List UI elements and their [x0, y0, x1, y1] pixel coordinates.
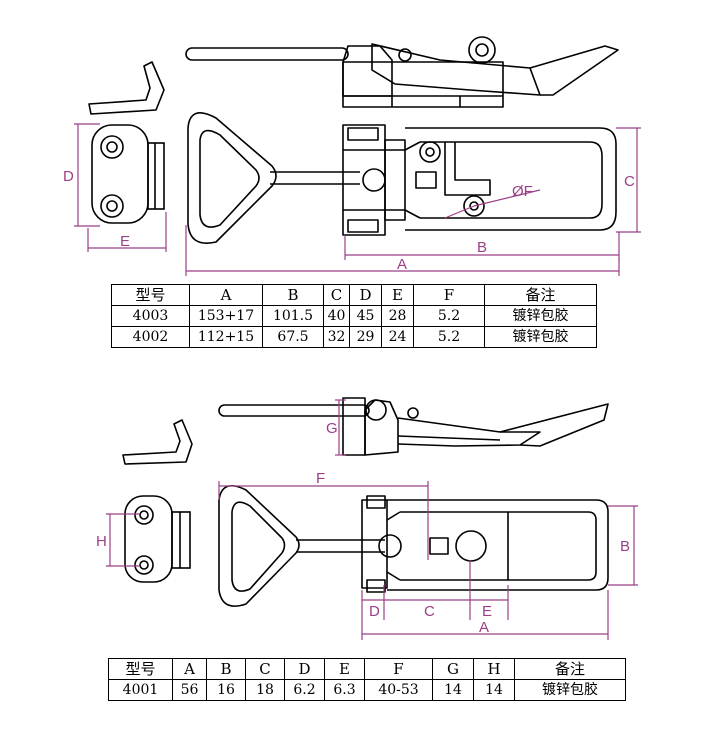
table-cell: 5.2	[413, 305, 485, 327]
table-cell: 6.3	[324, 679, 365, 701]
table-header-row: 型号 A B C D E F G H 备注	[108, 658, 626, 680]
table-cell: 镀锌包胶	[484, 305, 597, 327]
table-cell: 28	[381, 305, 414, 327]
dim-label-d: D	[369, 603, 380, 620]
table-cell: 45	[349, 305, 382, 327]
table-cell: 24	[381, 326, 414, 348]
dim-label-f: F	[316, 470, 325, 487]
table-cell: 6.2	[284, 679, 325, 701]
table-row: 4003 153+17 101.5 40 45 28 5.2 镀锌包胶	[111, 305, 597, 327]
header-cell: 型号	[111, 284, 190, 306]
header-cell: F	[364, 658, 433, 680]
catch-plate-bottom	[124, 495, 191, 583]
header-cell: D	[284, 658, 325, 680]
header-cell: 备注	[484, 284, 597, 306]
table-cell: 29	[349, 326, 382, 348]
table-row: 4001 56 16 18 6.2 6.3 40-53 14 14 镀锌包胶	[108, 679, 626, 701]
table-row: 4002 112+15 67.5 32 29 24 5.2 镀锌包胶	[111, 326, 597, 348]
table-header-row: 型号 A B C D E F 备注	[111, 284, 597, 306]
dim-label-f: ØF	[512, 183, 533, 200]
dim-label-e: E	[482, 603, 492, 620]
dimension-labels-top: D E C B A ØF	[63, 168, 635, 273]
dim-label-c: C	[624, 173, 635, 190]
table-cell: 镀锌包胶	[514, 679, 626, 701]
dimension-lines-top	[74, 123, 641, 276]
header-cell: B	[262, 284, 324, 306]
dim-label-g: G	[326, 420, 338, 437]
table-cell: 镀锌包胶	[484, 326, 597, 348]
dimension-lines-bottom	[106, 399, 638, 640]
dimension-labels-bottom: G H F B D C E A	[96, 420, 630, 636]
table-cell: 4001	[108, 679, 173, 701]
header-cell: D	[349, 284, 382, 306]
dim-label-d: D	[63, 168, 74, 185]
dim-label-c: C	[424, 603, 435, 620]
header-cell: A	[172, 658, 207, 680]
table-cell: 40-53	[364, 679, 433, 701]
table-cell: 14	[432, 679, 474, 701]
table-cell: 32	[323, 326, 350, 348]
latch-plan-view-top	[187, 112, 617, 244]
latch-side-view-top	[185, 36, 619, 108]
header-cell: C	[245, 658, 285, 680]
spec-table-4001: 型号 A B C D E F G H 备注 4001 56 16 18 6.2 …	[108, 658, 626, 701]
header-cell: E	[324, 658, 365, 680]
table-cell: 16	[206, 679, 246, 701]
table-cell: 101.5	[262, 305, 324, 327]
latch-plan-view-bottom	[218, 484, 609, 607]
spec-table-4003-4002: 型号 A B C D E F 备注 4003 153+17 101.5 40 4…	[111, 284, 597, 348]
table-cell: 153+17	[189, 305, 263, 327]
header-cell: F	[413, 284, 485, 306]
table-cell: 14	[473, 679, 515, 701]
header-cell: B	[206, 658, 246, 680]
table-cell: 67.5	[262, 326, 324, 348]
header-cell: 型号	[108, 658, 173, 680]
latch-side-view-bottom	[218, 397, 609, 456]
header-cell: 备注	[514, 658, 626, 680]
header-cell: E	[381, 284, 414, 306]
dim-label-h: H	[96, 533, 107, 550]
header-cell: A	[189, 284, 263, 306]
dim-label-a: A	[479, 619, 489, 636]
dim-label-b: B	[620, 538, 630, 555]
table-cell: 40	[323, 305, 350, 327]
angle-bracket-top	[88, 61, 165, 115]
table-cell: 18	[245, 679, 285, 701]
table-cell: 4002	[111, 326, 190, 348]
table-cell: 5.2	[413, 326, 485, 348]
catch-plate-top	[91, 124, 165, 224]
table-cell: 56	[172, 679, 207, 701]
table-cell: 112+15	[189, 326, 263, 348]
table-cell: 4003	[111, 305, 190, 327]
dim-label-e: E	[120, 233, 130, 250]
header-cell: H	[473, 658, 515, 680]
dim-label-a: A	[397, 256, 407, 273]
header-cell: C	[323, 284, 350, 306]
header-cell: G	[432, 658, 474, 680]
angle-bracket-bottom	[122, 419, 193, 465]
dim-label-b: B	[477, 239, 487, 256]
